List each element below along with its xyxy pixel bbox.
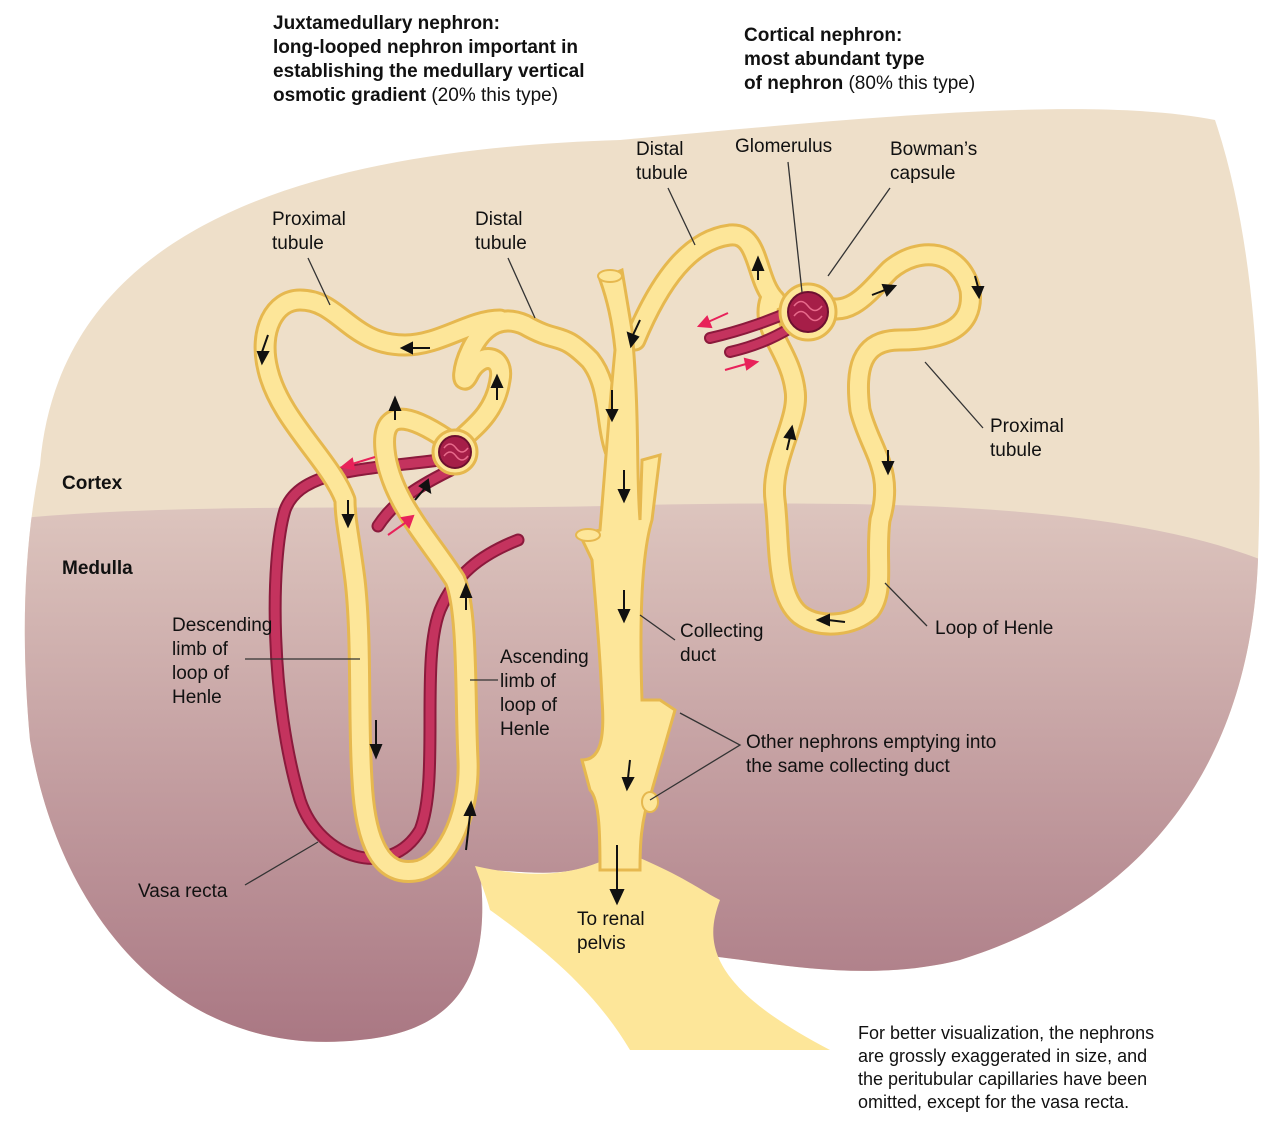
vasa-recta-label: Vasa recta (138, 880, 227, 904)
visualization-note: For better visualization, the nephrons a… (858, 1022, 1258, 1114)
cortical-caption-percent: (80% this type) (848, 73, 975, 94)
distal-tubule-right-label: Distal tubule (636, 138, 688, 186)
glomerulus-label: Glomerulus (735, 135, 832, 159)
juxtamedullary-glomerulus (439, 436, 471, 468)
collecting-duct-label: Collecting duct (680, 620, 763, 668)
medulla-label: Medulla (62, 557, 133, 581)
cortical-glomerulus (788, 292, 828, 332)
loop-of-henle-label: Loop of Henle (935, 617, 1053, 641)
juxtamedullary-caption: Juxtamedullary nephron: long-looped neph… (273, 12, 643, 108)
other-nephrons-label: Other nephrons emptying into the same co… (746, 731, 996, 779)
proximal-tubule-left-label: Proximal tubule (272, 208, 346, 256)
distal-tubule-left-label: Distal tubule (475, 208, 527, 256)
to-renal-pelvis-label: To renal pelvis (577, 908, 645, 956)
bowmans-capsule-label: Bowman’s capsule (890, 138, 977, 186)
descending-limb-label: Descending limb of loop of Henle (172, 614, 272, 710)
proximal-tubule-right-label: Proximal tubule (990, 415, 1064, 463)
cortical-caption: Cortical nephron: most abundant type of … (744, 24, 1014, 96)
cortex-label: Cortex (62, 472, 122, 496)
juxtamedullary-caption-percent: (20% this type) (431, 85, 558, 106)
ascending-limb-label: Ascending limb of loop of Henle (500, 646, 589, 742)
